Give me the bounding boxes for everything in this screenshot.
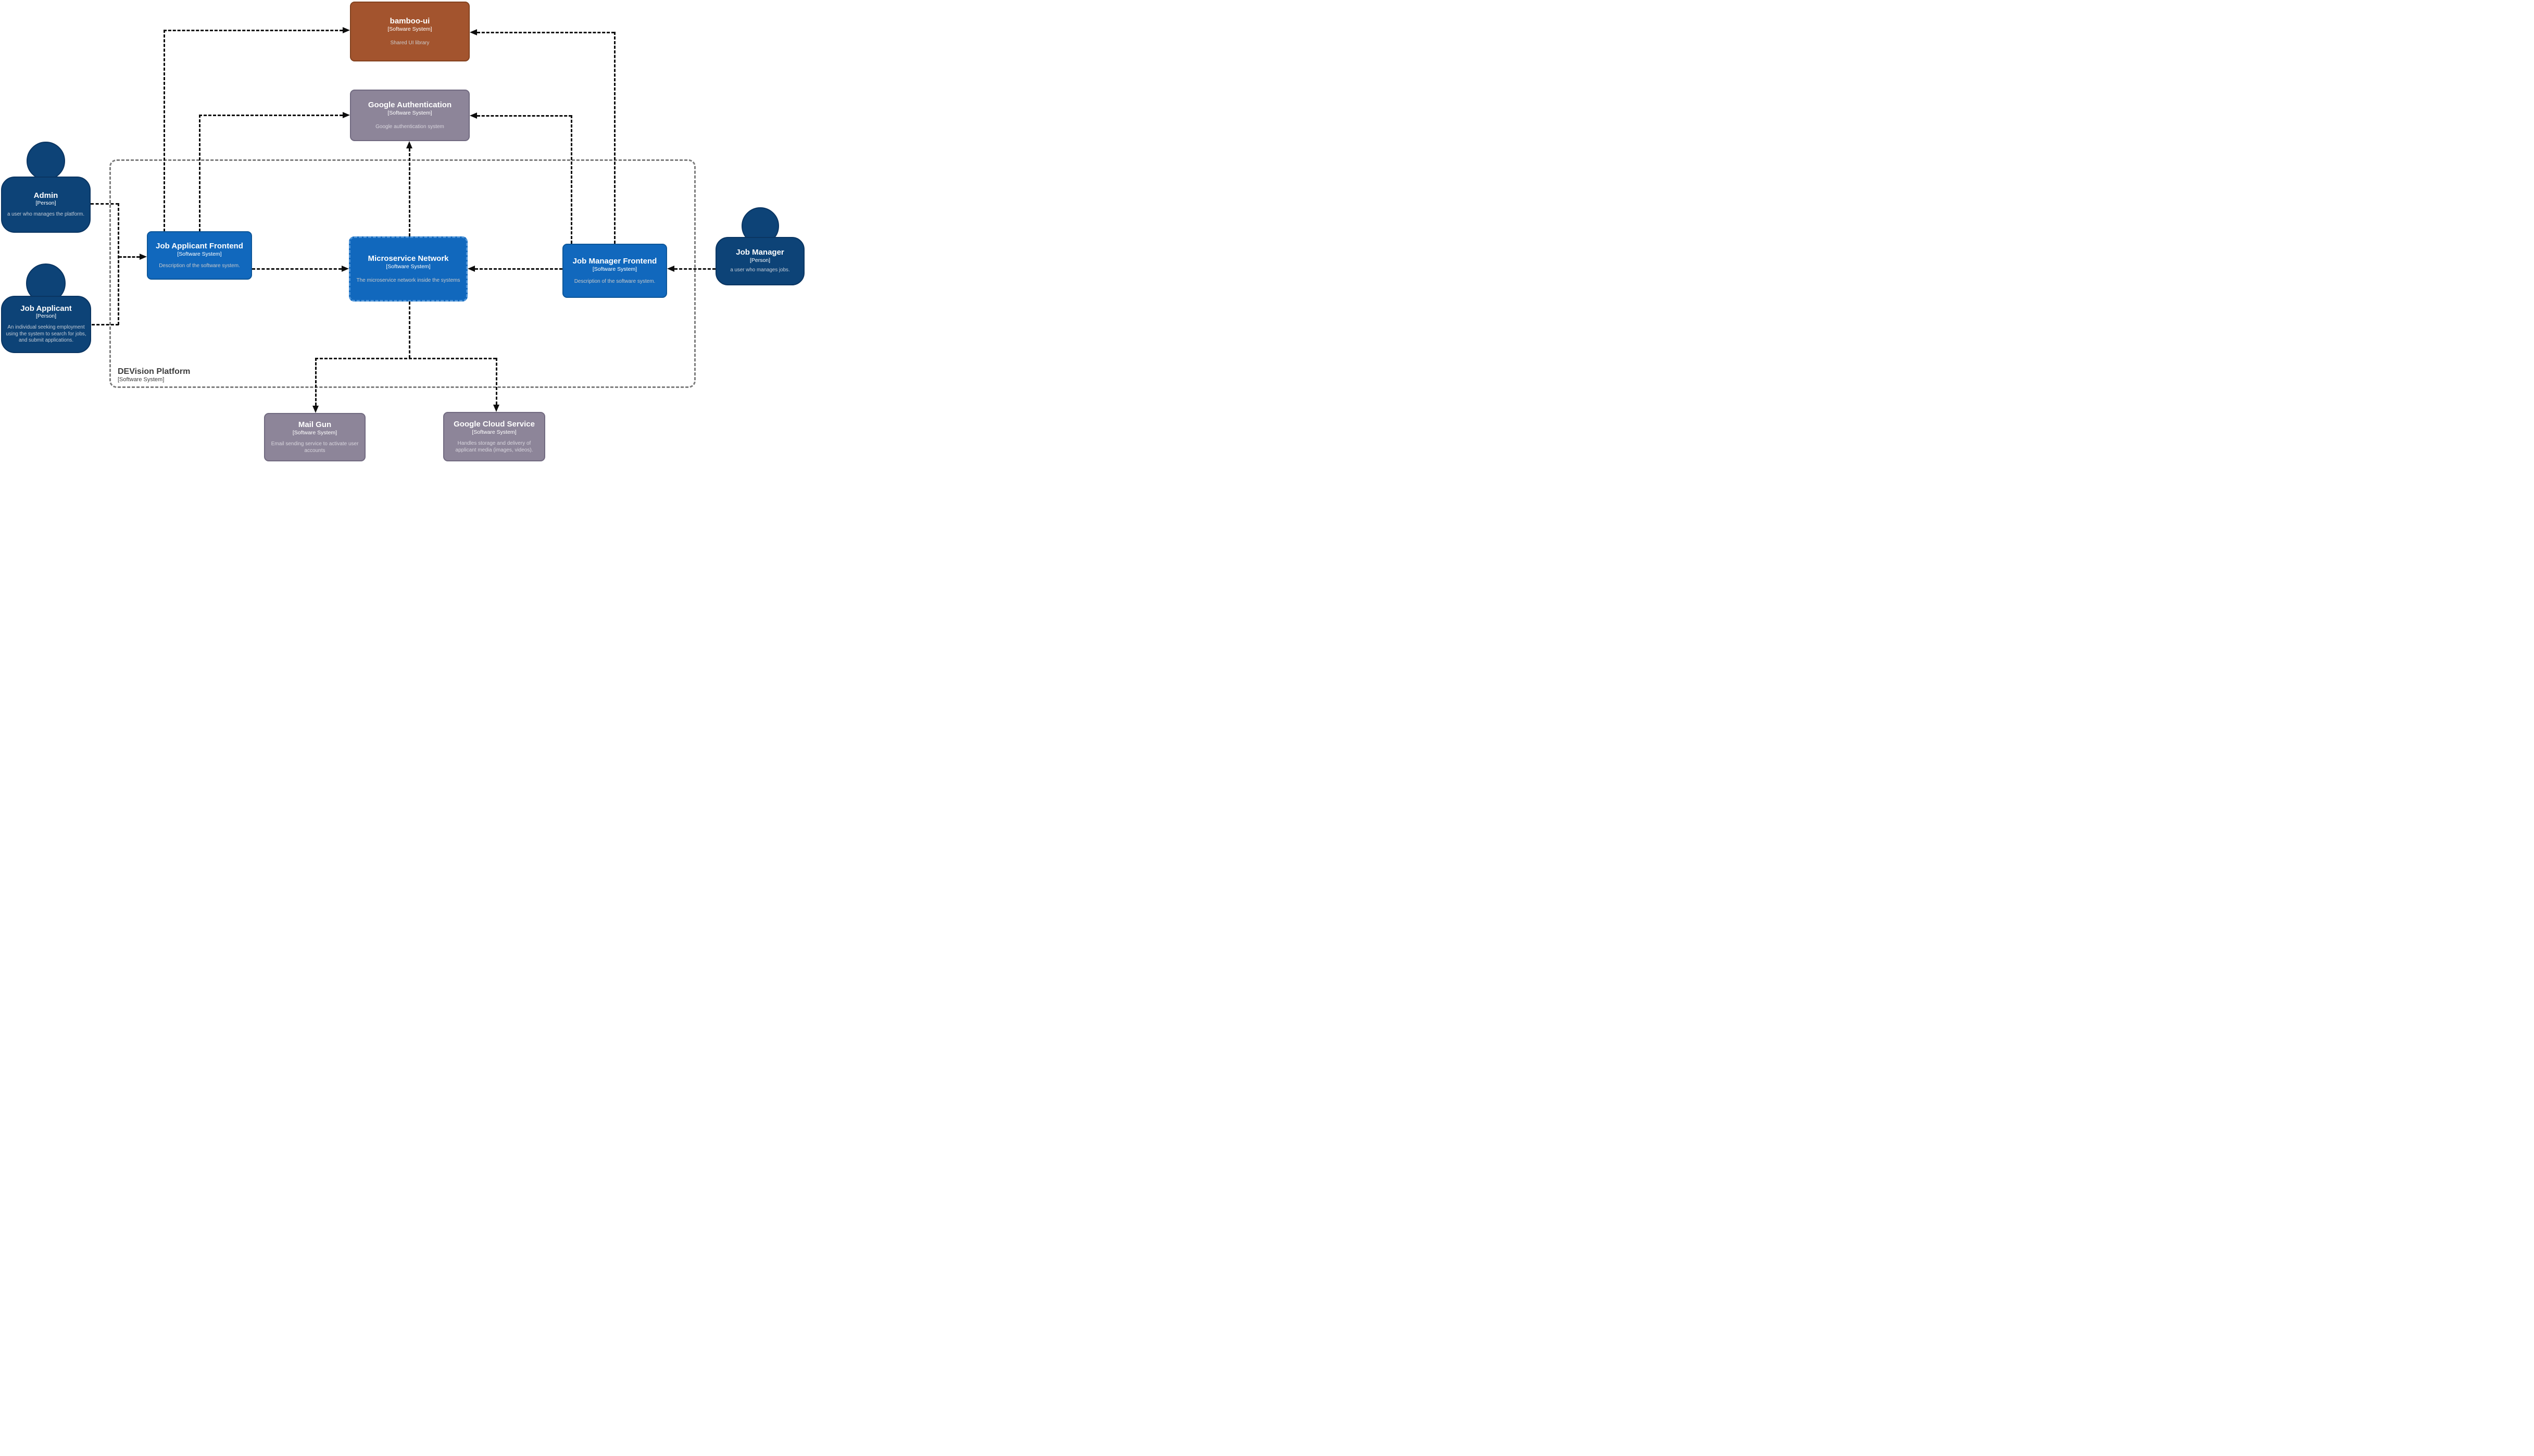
edge-jaf-to-googleauth-horizontal [199, 115, 343, 116]
mail-gun-title: Mail Gun [298, 420, 332, 429]
boundary-title: DEVision Platform [118, 367, 191, 376]
edge-microservice-to-googlecloud-vertical [496, 358, 497, 405]
node-job-manager-frontend: Job Manager Frontend [Software System] D… [562, 244, 667, 298]
google-cloud-service-title: Google Cloud Service [454, 419, 535, 429]
edge-junction-vertical [118, 203, 119, 325]
google-authentication-subtitle: [Software System] [387, 110, 432, 117]
devision-platform-boundary [109, 159, 696, 388]
node-google-cloud-service: Google Cloud Service [Software System] H… [443, 412, 545, 461]
node-admin: Admin [Person] a user who manages the pl… [1, 177, 91, 233]
edge-microservice-to-mailgun-vertical [315, 358, 317, 406]
admin-person-head-icon [27, 142, 65, 180]
job-manager-description: a user who manages jobs. [730, 267, 790, 273]
microservice-network-description: The microservice network inside the syst… [356, 277, 460, 283]
edge-junction-to-jaf [119, 256, 140, 258]
admin-title: Admin [33, 191, 58, 200]
job-manager-subtitle: [Person] [749, 257, 771, 263]
edge-jaf-to-bambooui-vertical [164, 30, 165, 232]
edge-microservice-to-mailgun-arrowhead-icon [312, 406, 319, 413]
google-cloud-service-description: Handles storage and delivery of applican… [455, 441, 533, 454]
job-manager-frontend-description: Description of the software system. [574, 279, 656, 285]
mail-gun-description: Email sending service to activate user a… [271, 441, 359, 454]
edge-microservice-split-stem [409, 302, 410, 358]
bamboo-ui-subtitle: [Software System] [387, 26, 432, 33]
job-applicant-title: Job Applicant [20, 304, 72, 313]
microservice-network-subtitle: [Software System] [386, 263, 431, 270]
devision-platform-boundary-label: DEVision Platform [Software System] [118, 367, 190, 383]
edge-jmf-to-bambooui-vertical [614, 32, 616, 244]
edge-admin-to-junction [91, 203, 119, 205]
job-manager-frontend-subtitle: [Software System] [592, 266, 637, 272]
google-authentication-description: Google authentication system [375, 123, 444, 130]
edge-jmf-to-microservice-arrowhead-icon [468, 266, 475, 272]
c4-context-diagram: DEVision Platform [Software System] bamb… [0, 0, 806, 463]
job-applicant-frontend-description: Description of the software system. [159, 262, 240, 269]
edge-jaf-to-bambooui-arrowhead-icon [343, 27, 350, 33]
edge-jmf-to-googleauth-horizontal [477, 115, 572, 117]
admin-description: a user who manages the platform. [7, 211, 85, 217]
job-applicant-subtitle: [Person] [35, 313, 57, 320]
edge-jmf-to-microservice [475, 268, 562, 270]
node-job-manager: Job Manager [Person] a user who manages … [716, 237, 805, 285]
edge-microservice-to-googleauth [409, 148, 410, 236]
edge-jmf-to-googleauth-arrowhead-icon [470, 112, 477, 119]
edge-jaf-to-microservice-arrowhead-icon [342, 266, 349, 272]
edge-microservice-to-googlecloud-arrowhead-icon [493, 405, 499, 412]
edge-jaf-to-bambooui-horizontal [164, 30, 343, 31]
edge-microservice-to-googleauth-arrowhead-icon [406, 141, 412, 148]
edge-junction-to-jaf-arrowhead-icon [140, 254, 147, 260]
edge-jobapplicant-to-junction [92, 324, 119, 325]
google-cloud-service-subtitle: [Software System] [472, 429, 517, 435]
edge-jobmanager-to-jmf-arrowhead-icon [667, 266, 674, 272]
node-bamboo-ui: bamboo-ui [Software System] Shared UI li… [350, 2, 470, 61]
boundary-subtitle: [Software System] [118, 376, 165, 383]
microservice-network-title: Microservice Network [368, 254, 449, 263]
edge-jmf-to-googleauth-vertical [571, 115, 572, 244]
edge-jmf-to-bambooui-horizontal [477, 32, 614, 33]
job-manager-title: Job Manager [736, 248, 784, 257]
edge-microservice-split-horizontal [315, 358, 496, 359]
job-applicant-frontend-title: Job Applicant Frontend [156, 242, 243, 251]
node-google-authentication: Google Authentication [Software System] … [350, 90, 470, 141]
mail-gun-subtitle: [Software System] [292, 429, 337, 436]
admin-subtitle: [Person] [35, 200, 56, 207]
edge-jmf-to-bambooui-arrowhead-icon [470, 29, 477, 35]
edge-jaf-to-googleauth-arrowhead-icon [343, 112, 350, 118]
bamboo-ui-description: Shared UI library [390, 40, 430, 46]
job-applicant-frontend-subtitle: [Software System] [177, 251, 222, 258]
bamboo-ui-title: bamboo-ui [390, 17, 430, 26]
node-job-applicant-frontend: Job Applicant Frontend [Software System]… [147, 231, 252, 280]
google-authentication-title: Google Authentication [368, 101, 452, 110]
job-manager-frontend-title: Job Manager Frontend [572, 256, 657, 266]
node-mail-gun: Mail Gun [Software System] Email sending… [264, 413, 366, 461]
job-applicant-description: An individual seeking employment using t… [6, 324, 86, 344]
edge-jaf-to-microservice [252, 268, 342, 270]
edge-jaf-to-googleauth-vertical [199, 115, 200, 232]
node-job-applicant: Job Applicant [Person] An individual see… [1, 296, 91, 353]
node-microservice-network: Microservice Network [Software System] T… [349, 236, 468, 302]
edge-jobmanager-to-jmf [674, 268, 716, 270]
